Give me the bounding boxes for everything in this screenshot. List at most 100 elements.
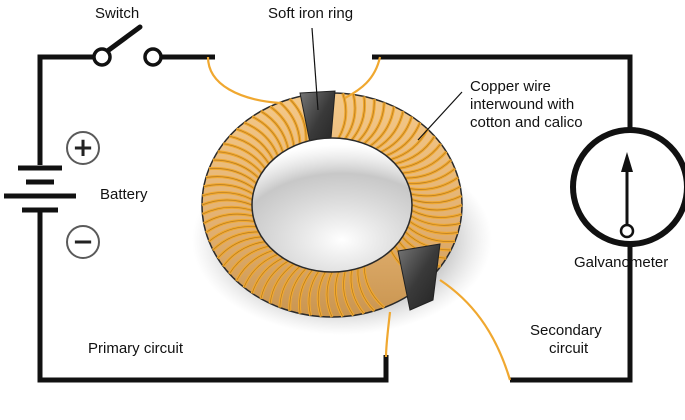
coil-turn-shade — [405, 159, 452, 179]
switch — [92, 24, 163, 67]
coil-turn-shade — [409, 177, 459, 190]
copper-coil — [201, 92, 463, 318]
coil-turn-shade — [212, 231, 259, 251]
coil-turn-shade — [205, 220, 255, 233]
coil-turn-shade — [411, 204, 463, 211]
secondary-circuit-label-1: Secondary — [530, 322, 602, 339]
coil-turn-shade — [236, 128, 274, 160]
coil-turn-shade — [222, 241, 266, 267]
coil-turn-shade — [251, 257, 284, 294]
coil-turn-shade — [208, 226, 257, 242]
ring-inner-edge — [251, 137, 413, 273]
coil-turn-shade — [407, 226, 456, 242]
coil-turn-shade — [357, 99, 375, 142]
coil-turn-shade — [269, 106, 295, 147]
coil-turn-shade — [217, 236, 262, 259]
coil-turn-shade — [343, 271, 354, 316]
coil-turn-shade — [395, 136, 435, 165]
coil-turn-shade — [203, 213, 254, 224]
secondary-lead-bottom — [439, 279, 512, 381]
coil-turn-shade — [363, 266, 385, 308]
soft-iron-ring-label: Soft iron ring — [268, 5, 354, 22]
secondary-circuit-wire — [372, 54, 633, 383]
coil-turn-shade — [350, 269, 365, 314]
coil-turn-shade — [203, 184, 254, 195]
coil-turn-shade — [229, 245, 269, 274]
coil-turn-shade — [407, 168, 456, 184]
pointer-copper-wire — [417, 91, 463, 141]
coil-turn-shade — [402, 151, 447, 174]
iron-core-bottom — [397, 243, 441, 311]
coil-turn-shade — [410, 215, 461, 226]
primary-lead-bottom — [384, 311, 392, 358]
battery-positive-icon: + — [66, 131, 100, 165]
battery-negative-icon: − — [66, 225, 100, 259]
coil-turn-shade — [386, 122, 421, 157]
galvanometer — [570, 127, 685, 247]
coil-turn-shade — [212, 159, 259, 179]
primary-circuit-wire — [37, 54, 389, 383]
galvanometer-label: Galvanometer — [574, 254, 669, 271]
coil-leads — [206, 56, 512, 381]
coil-turn-shade — [223, 143, 266, 169]
primary-circuit-label: Primary circuit — [88, 340, 184, 357]
coil-turn-shade — [202, 192, 253, 200]
coil-turn-shade — [363, 102, 385, 144]
copper-wire-label-2: interwound with — [470, 96, 575, 113]
pointer-soft-iron-ring — [311, 27, 319, 111]
coil-turn-shade — [289, 98, 307, 142]
switch-label: Switch — [95, 5, 140, 22]
coil-turn-shade — [357, 268, 375, 312]
coil-turn-shade — [326, 271, 333, 318]
secondary-circuit-label-2: circuit — [549, 340, 589, 357]
coil-turn-shade — [409, 221, 459, 234]
label-pointers — [311, 27, 463, 141]
coil-turn-shade — [405, 231, 452, 251]
battery-label: Battery — [100, 186, 148, 203]
galvanometer-dial — [570, 127, 685, 247]
coil-turn-shade — [202, 206, 253, 215]
toroid-ring — [201, 90, 463, 318]
coil-turn-shade — [252, 116, 284, 153]
coil-turn-shade — [243, 253, 278, 288]
battery — [4, 140, 76, 222]
coil-turn-shade — [338, 93, 347, 139]
switch-terminal-left — [92, 47, 112, 67]
coil-turn-shade — [411, 210, 462, 218]
switch-terminal-right — [143, 47, 163, 67]
secondary-lead-top — [344, 56, 382, 99]
coil-turn-shade — [410, 186, 461, 197]
coil-turn-shade — [229, 135, 270, 164]
primary-lead-top — [206, 56, 281, 105]
coil-turn-shade — [279, 102, 301, 144]
coil-turn-shade — [217, 151, 262, 174]
coil-turn-shade — [351, 96, 365, 141]
coil-turn-shade — [398, 143, 442, 169]
coil-turn-shade — [260, 260, 289, 299]
coil-turn-shade — [411, 195, 462, 204]
galvanometer-needle-tip — [621, 152, 633, 172]
coil-turn-shade — [308, 270, 320, 316]
copper-wire-label-1: Copper wire — [470, 78, 551, 95]
galvanometer-pivot — [619, 223, 635, 239]
coil-turn-shade — [269, 263, 295, 304]
coil-turn-shade — [289, 268, 307, 311]
coil-turn-shade — [335, 271, 344, 317]
coil-turn-shade — [236, 250, 274, 282]
coil-turn-shade — [369, 106, 395, 147]
copper-wire-label-3: cotton and calico — [470, 114, 583, 131]
coil-turn-shade — [344, 94, 356, 140]
coil-turn-shade — [375, 111, 404, 150]
coil-turn-shade — [208, 168, 257, 184]
coil-turn-shade — [317, 271, 326, 317]
coil-turn-shade — [299, 269, 313, 314]
coil-turn-shade — [205, 176, 255, 189]
coil-turn-shade — [380, 116, 413, 153]
coil-turn-shade — [243, 122, 279, 156]
coil-turn-shade — [390, 128, 428, 160]
coil-turn-shade — [260, 110, 289, 149]
coil-turn-shade — [279, 266, 301, 308]
coil-turn-shade — [201, 199, 253, 206]
